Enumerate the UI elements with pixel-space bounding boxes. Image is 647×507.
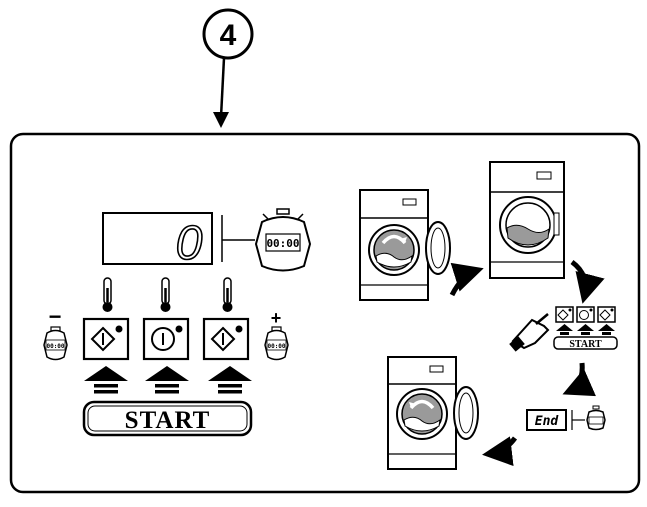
diamond-start-icon <box>210 325 243 352</box>
up-arrow-icon <box>208 366 252 394</box>
timer-readout: 00:00 <box>266 237 299 250</box>
thermometer-icon <box>222 277 233 312</box>
washer-door-open-icon <box>387 356 479 470</box>
mini-control-panel: START <box>553 306 618 350</box>
program-button-3[interactable] <box>202 317 250 361</box>
stopwatch-timer-icon: 00:00 <box>254 208 312 272</box>
up-arrow-icon <box>84 366 128 394</box>
digit-display: 0 <box>102 212 213 271</box>
program-button-2[interactable] <box>142 317 190 361</box>
plus-label: + <box>271 308 282 328</box>
circle-start-icon <box>151 325 183 351</box>
thermometer-icon <box>102 277 113 312</box>
display-digit: 0 <box>176 217 203 270</box>
up-arrow-icon <box>145 366 189 394</box>
start-button[interactable]: START <box>82 400 253 437</box>
curved-arrow-icon <box>562 362 597 397</box>
step-leader-arrow <box>213 57 229 128</box>
increase-time-button[interactable]: + 00:00 <box>264 308 289 361</box>
curved-arrow-icon <box>482 436 518 467</box>
step-badge: 4 <box>202 8 254 60</box>
washer-running-icon <box>489 161 565 279</box>
pointing-hand-icon <box>509 313 550 352</box>
thermometer-icon <box>160 277 171 312</box>
washer-door-open-icon <box>359 189 451 301</box>
program-button-1[interactable] <box>82 317 130 361</box>
curved-arrow-icon <box>570 259 605 304</box>
curved-arrow-icon <box>449 262 484 297</box>
diamond-start-icon <box>90 325 123 352</box>
step-number: 4 <box>220 19 237 52</box>
small-timer-readout: 00:00 <box>46 343 64 350</box>
small-timer-readout-plus: 00:00 <box>267 343 285 350</box>
start-label: START <box>125 407 211 434</box>
mini-start-label: START <box>569 339 602 350</box>
end-display: End <box>526 409 567 431</box>
stopwatch-small-icon <box>586 405 606 431</box>
end-label: End <box>535 414 560 429</box>
minus-label: − <box>49 304 62 329</box>
decrease-time-button[interactable]: − 00:00 <box>43 304 68 361</box>
